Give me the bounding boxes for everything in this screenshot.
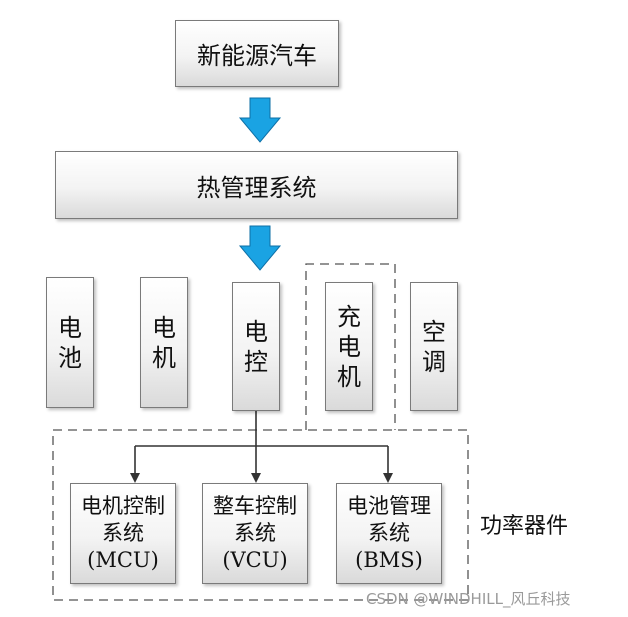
node-thermal-management-label: 热管理系统: [196, 173, 317, 202]
node-new-energy-vehicle-label: 新能源汽车: [197, 42, 317, 70]
arrowhead-vcu: [251, 473, 261, 483]
node-mcu-line1: 电机控制: [81, 494, 165, 518]
power-devices-dashed-group: [52, 429, 469, 601]
charger-dashed-group: [305, 263, 396, 430]
node-bms-line3: (BMS): [355, 548, 423, 572]
down-arrow-1: [238, 97, 282, 143]
node-bms: 电池管理 系统 (BMS): [336, 483, 442, 584]
arrowhead-bms: [383, 473, 393, 483]
node-mcu-line3: (MCU): [87, 548, 159, 572]
node-bms-line1: 电池管理: [347, 494, 431, 518]
arrowhead-mcu: [130, 473, 140, 483]
node-new-energy-vehicle: 新能源汽车: [175, 20, 339, 87]
node-mcu: 电机控制 系统 (MCU): [70, 483, 176, 584]
node-vcu: 整车控制 系统 (VCU): [202, 483, 308, 584]
node-electronic-control-label: 电控: [244, 317, 268, 376]
node-thermal-management: 热管理系统: [55, 151, 458, 219]
node-air-conditioning-label: 空调: [422, 317, 446, 376]
node-battery: 电池: [46, 277, 94, 408]
node-vcu-line3: (VCU): [222, 548, 288, 572]
node-motor: 电机: [140, 277, 188, 408]
node-battery-label: 电池: [58, 313, 82, 372]
power-devices-label: 功率器件: [480, 514, 569, 539]
node-bms-line2: 系统: [368, 521, 410, 545]
node-charger-label: 充电机: [337, 302, 361, 391]
node-electronic-control: 电控: [232, 282, 280, 411]
down-arrow-2: [238, 225, 282, 271]
node-motor-label: 电机: [152, 313, 176, 372]
node-vcu-line1: 整车控制: [213, 494, 297, 518]
node-air-conditioning: 空调: [410, 282, 458, 411]
watermark: CSDN @WINDHILL_风丘科技: [366, 590, 571, 608]
node-mcu-line2: 系统: [102, 521, 144, 545]
node-vcu-line2: 系统: [234, 521, 276, 545]
node-charger: 充电机: [325, 282, 373, 411]
